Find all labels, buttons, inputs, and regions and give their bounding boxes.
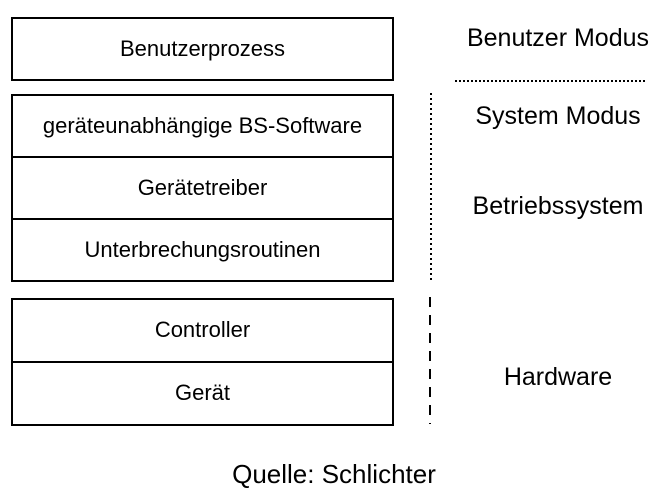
- user-system-mode-divider-line: [455, 80, 645, 82]
- layer-box-geraet: Gerät: [13, 361, 392, 424]
- label-betriebssystem: Betriebssystem: [472, 192, 644, 220]
- layer-box-controller: Controller: [154, 317, 251, 343]
- layer-box-benutzerprozess: Benutzerprozess: [119, 35, 286, 61]
- layer-box-unterbrechungsroutinen: Unterbrechungsroutinen: [13, 218, 392, 280]
- operating-system-stack: geräteunabhängige BS-Software Gerätetrei…: [11, 94, 394, 282]
- layer-box-geraeteunabhaengige-bs-software: geräteunabhängige BS-Software: [42, 112, 363, 138]
- hardware-boundary-line: [429, 297, 431, 424]
- label-hardware: Hardware: [503, 363, 613, 391]
- layer-box-geraetetreiber: Gerätetreiber: [13, 156, 392, 218]
- label-benutzer-modus: Benutzer Modus: [466, 24, 650, 52]
- system-mode-boundary-line: [430, 93, 432, 283]
- source-caption: Quelle: Schlichter: [232, 459, 436, 489]
- hardware-stack: Controller Gerät: [11, 298, 394, 426]
- user-process-stack: Benutzerprozess: [11, 17, 394, 81]
- label-system-modus: System Modus: [475, 102, 641, 130]
